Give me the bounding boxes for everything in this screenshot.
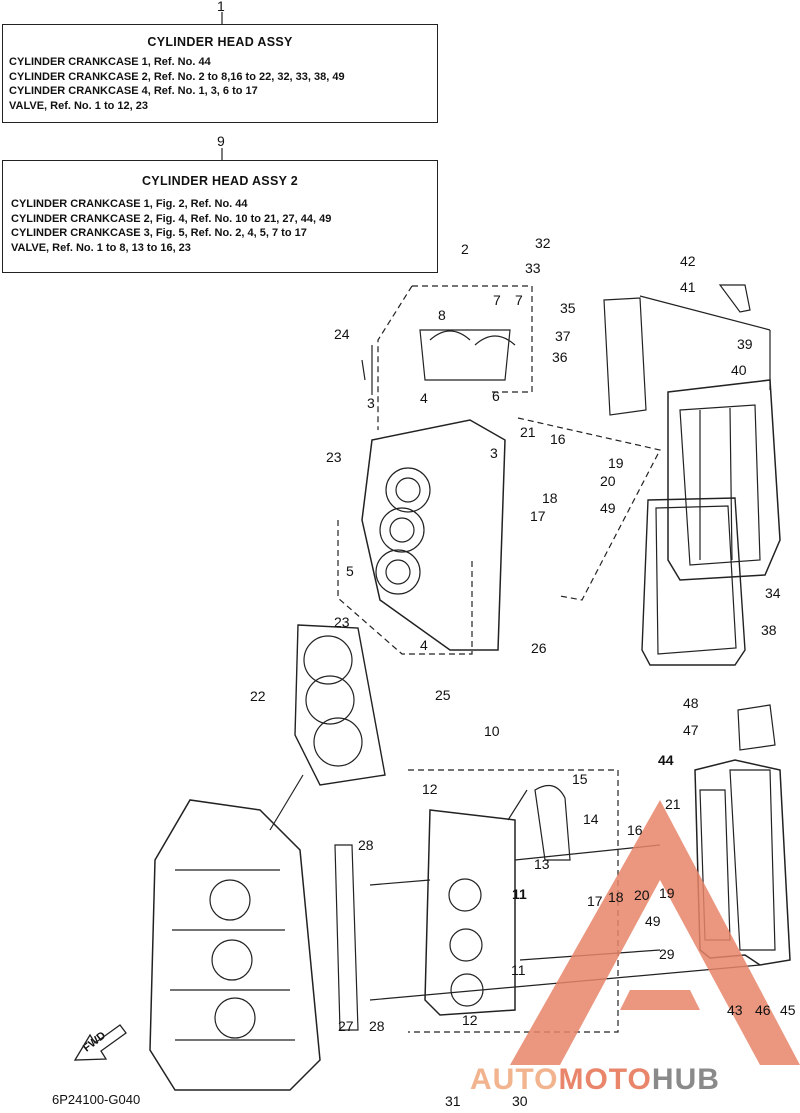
callout: 27 <box>338 1018 354 1034</box>
callout: 12 <box>462 1012 478 1028</box>
callout: 17 <box>530 508 546 524</box>
box2-line-3: CYLINDER CRANKCASE 3, Fig. 5, Ref. No. 2… <box>11 227 307 239</box>
callout: 24 <box>334 326 350 342</box>
callout: 15 <box>572 771 588 787</box>
callout: 21 <box>665 796 681 812</box>
callout: 22 <box>250 688 266 704</box>
callout: 45 <box>780 1002 796 1018</box>
callout: 44 <box>658 752 674 768</box>
callout: 14 <box>583 811 599 827</box>
callout: 26 <box>531 640 547 656</box>
callout: 42 <box>680 253 696 269</box>
callout: 2 <box>461 241 469 257</box>
callout: 11 <box>512 886 527 902</box>
assembly-note-box-1: CYLINDER HEAD ASSY CYLINDER CRANKCASE 1,… <box>2 24 438 123</box>
box2-line-1: CYLINDER CRANKCASE 1, Fig. 2, Ref. No. 4… <box>11 198 248 210</box>
assembly-note-box-2: CYLINDER HEAD ASSY 2 CYLINDER CRANKCASE … <box>2 160 438 273</box>
callout: 19 <box>659 885 675 901</box>
callout: 8 <box>438 307 446 323</box>
callout: 11 <box>511 962 526 978</box>
callout: 28 <box>369 1018 385 1034</box>
watermark-part-3: HUB <box>651 1063 720 1096</box>
box2-line-2: CYLINDER CRANKCASE 2, Fig. 4, Ref. No. 1… <box>11 212 332 225</box>
box1-line-1: CYLINDER CRANKCASE 1, Ref. No. 44 <box>9 56 211 68</box>
callout: 25 <box>435 687 451 703</box>
callout: 3 <box>490 445 498 461</box>
callout: 32 <box>535 235 551 251</box>
callout: 18 <box>608 889 624 905</box>
callout: 13 <box>534 856 550 872</box>
callout: 19 <box>608 455 624 471</box>
callout: 7 <box>493 292 501 308</box>
callout-1: 1 <box>217 0 225 14</box>
box1-line-3: CYLINDER CRANKCASE 4, Ref. No. 1, 3, 6 t… <box>9 85 258 97</box>
callout: 38 <box>761 622 777 638</box>
box2-title: CYLINDER HEAD ASSY 2 <box>141 174 299 188</box>
callout: 31 <box>445 1093 461 1109</box>
callout: 41 <box>680 279 696 295</box>
callout: 23 <box>334 614 350 630</box>
callout: 6 <box>492 388 500 404</box>
fwd-arrow-icon <box>73 1024 127 1061</box>
callout: 4 <box>420 390 428 406</box>
callout: 5 <box>346 563 354 579</box>
callout: 16 <box>550 431 566 447</box>
callout: 4 <box>420 637 428 653</box>
callout: 48 <box>683 695 699 711</box>
callout: 7 <box>515 292 523 308</box>
callout: 49 <box>645 913 661 929</box>
callout: 18 <box>542 490 558 506</box>
callout: 37 <box>555 328 571 344</box>
box1-title: CYLINDER HEAD ASSY <box>147 35 293 49</box>
box1-line-2: CYLINDER CRANKCASE 2, Ref. No. 2 to 8,16… <box>9 70 345 83</box>
callout: 16 <box>627 822 643 838</box>
callout: 29 <box>659 946 675 962</box>
callout: 30 <box>512 1093 528 1109</box>
callout: 43 <box>727 1002 743 1018</box>
watermark-part-2: MOTO <box>558 1063 652 1096</box>
callout: 46 <box>755 1002 771 1018</box>
callout: 36 <box>552 349 568 365</box>
callout: 40 <box>731 362 747 378</box>
callout-9: 9 <box>217 133 225 149</box>
callout: 39 <box>737 336 753 352</box>
box1-line-4: VALVE, Ref. No. 1 to 12, 23 <box>9 99 148 112</box>
watermark-triangle <box>510 800 800 1065</box>
callout: 33 <box>525 260 541 276</box>
callout: 23 <box>326 449 342 465</box>
diagram-code: 6P24100-G040 <box>52 1092 141 1107</box>
callout: 49 <box>600 500 616 516</box>
box2-line-4: VALVE, Ref. No. 1 to 8, 13 to 16, 23 <box>11 241 191 254</box>
callout: 34 <box>765 585 781 601</box>
watermark-part-1: AUTO <box>470 1063 559 1096</box>
callout: 17 <box>587 893 603 909</box>
callout: 20 <box>600 473 616 489</box>
callout: 28 <box>358 837 374 853</box>
callout: 3 <box>367 395 375 411</box>
callout: 20 <box>634 887 650 903</box>
callout: 12 <box>422 781 438 797</box>
watermark-logo: AUTOMOTOHUB <box>470 1063 720 1097</box>
callout: 47 <box>683 722 699 738</box>
callout: 35 <box>560 300 576 316</box>
callout: 10 <box>484 723 500 739</box>
callout: 21 <box>520 424 536 440</box>
